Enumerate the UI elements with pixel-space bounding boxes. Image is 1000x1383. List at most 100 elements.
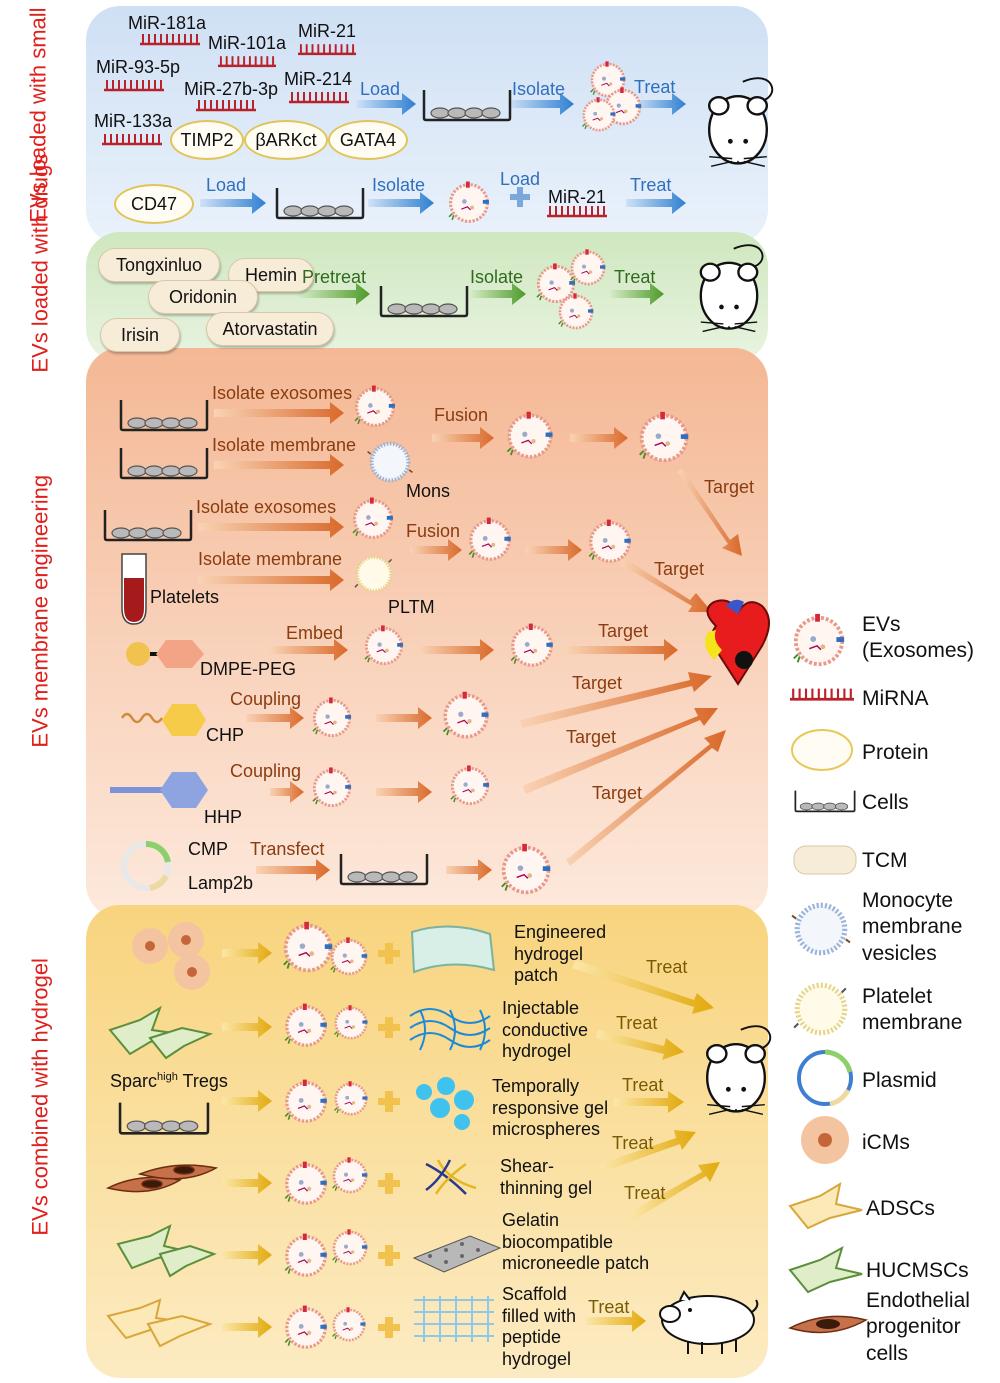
- step-pretreat: Pretreat: [302, 267, 367, 287]
- mirna-label: MiR-181a: [128, 13, 207, 33]
- ev-cluster-small: [581, 60, 643, 132]
- legend-cells-icon: [794, 789, 856, 813]
- scaffold-icon: [414, 1296, 494, 1342]
- step-target: Target: [654, 559, 705, 579]
- cell-dish: [119, 398, 209, 432]
- legend-evs-icon: [791, 612, 847, 667]
- dmpe-peg-icon: [126, 640, 204, 668]
- step-target: Target: [572, 673, 623, 693]
- mouse-icon: [705, 1024, 772, 1116]
- cell-dish: [119, 446, 209, 480]
- arrows-membrane: [198, 402, 742, 881]
- protein-barkct: βARKct: [244, 120, 328, 160]
- step-isolate-exosomes: Isolate exosomes: [212, 383, 353, 403]
- drug-oridonin: Oridonin: [148, 280, 258, 314]
- step-treat: Treat: [634, 77, 676, 97]
- legend-monocyte-icon: [792, 905, 850, 953]
- mirna-label: MiR-101a: [208, 33, 287, 53]
- step-treat: Treat: [630, 175, 672, 195]
- step-fusion: Fusion: [406, 521, 461, 541]
- legend-plasmid-label: Plasmid: [862, 1069, 937, 1092]
- legend-platelet-label: Platelet membrane: [862, 985, 963, 1035]
- ev-cluster-drugs: [535, 248, 607, 330]
- step-load: Load: [500, 169, 541, 189]
- legend-adscs-icon: [788, 1181, 863, 1230]
- plus-icons-hydrogel: [378, 943, 400, 1338]
- cell-dish: [118, 1101, 210, 1135]
- adscs-cells: [106, 1298, 214, 1348]
- ev-icon: [447, 180, 491, 223]
- shear-thinning-gel-icon: [425, 1159, 477, 1195]
- plasmid-icon: [121, 840, 171, 891]
- step-embed: Embed: [286, 623, 344, 643]
- step-coupling: Coupling: [230, 761, 302, 781]
- legend-icms-icon: [801, 1116, 849, 1164]
- mouse-icon: [699, 243, 764, 333]
- legend-tcm-icon: [793, 845, 857, 875]
- conductive-hydrogel-label: Injectable conductive hydrogel: [502, 998, 589, 1062]
- legend-adscs-label: ADSCs: [866, 1197, 935, 1220]
- icms-cells: [132, 922, 210, 990]
- mirna-label: MiR-93-5p: [96, 57, 181, 77]
- step-isolate: Isolate: [372, 175, 426, 195]
- step-coupling: Coupling: [230, 689, 302, 709]
- shear-thinning-label: Shear- thinning gel: [500, 1156, 593, 1198]
- step-isolate-exosomes: Isolate exosomes: [196, 497, 337, 517]
- scaffold-label: Scaffold filled with peptide hydrogel: [502, 1284, 577, 1369]
- chp-label: CHP: [206, 725, 245, 745]
- legend-icms-label: iCMs: [862, 1131, 910, 1154]
- legend-plasmid-icon: [797, 1049, 853, 1107]
- arrows-drugs: [298, 283, 664, 305]
- cmp-label: CMP: [188, 839, 228, 859]
- cell-dish: [103, 508, 193, 542]
- step-isolate: Isolate: [512, 79, 566, 99]
- legend-cells-label: Cells: [862, 791, 909, 814]
- dmpe-peg-label: DMPE-PEG: [200, 659, 297, 679]
- step-transfect: Transfect: [250, 839, 325, 859]
- heart-icon: [705, 599, 770, 686]
- protein-timp2: TIMP2: [170, 120, 244, 160]
- microneedle-patch-label: Gelatin biocompatible microneedle patch: [502, 1210, 650, 1274]
- step-isolate: Isolate: [470, 267, 524, 287]
- step-target: Target: [704, 477, 755, 497]
- arrows-small: [200, 93, 686, 214]
- cell-dish: [379, 284, 469, 318]
- legend-hucmscs-label: HUCMSCs: [866, 1259, 969, 1282]
- step-isolate-membrane: Isolate membrane: [212, 435, 357, 455]
- mirna-label: MiR-133a: [94, 111, 173, 131]
- hydrogel-patch-icon: [410, 925, 496, 974]
- legend-tcm-label: TCM: [862, 849, 908, 872]
- step-treat: Treat: [616, 1013, 658, 1033]
- epc-cells: [105, 1164, 219, 1193]
- pig-icon: [659, 1290, 759, 1354]
- drug-atorvastatin: Atorvastatin: [206, 312, 334, 346]
- cell-dish: [275, 186, 365, 220]
- pltm-label: PLTM: [388, 597, 435, 617]
- lamp2b-label: Lamp2b: [188, 873, 254, 893]
- legend-hucmscs-icon: [788, 1245, 863, 1294]
- platelets-label: Platelets: [150, 587, 220, 607]
- legend-monocyte-label: Monocyte membrane vesicles: [862, 889, 963, 965]
- drug-tongxinluo: Tongxinluo: [98, 248, 220, 282]
- legend-epc-icon: [787, 1315, 869, 1334]
- protein-gata4: GATA4: [328, 120, 408, 160]
- sparc-tregs-label: Sparchigh Tregs: [110, 1071, 228, 1091]
- step-treat: Treat: [588, 1297, 630, 1317]
- mirna-label: MiR-21: [298, 21, 357, 41]
- plus-icon: [510, 187, 530, 207]
- mirna-label: MiR-214: [284, 69, 353, 89]
- arrows-hydrogel: [222, 942, 720, 1338]
- mirna-label: MiR-21: [548, 187, 607, 207]
- legend-evs-label: EVs (Exosomes): [862, 613, 975, 663]
- mons-label: Mons: [406, 481, 451, 501]
- cell-dish: [339, 852, 429, 886]
- legend-platelet-icon: [794, 985, 846, 1033]
- hucmscs-cells: [116, 1224, 217, 1278]
- ev-icons-hydrogel: [281, 920, 369, 1349]
- legend-protein-label: Protein: [862, 741, 929, 764]
- step-treat: Treat: [646, 957, 688, 977]
- microneedle-patch-icon: [412, 1235, 502, 1273]
- step-treat: Treat: [622, 1075, 664, 1095]
- hhp-label: HHP: [204, 807, 243, 827]
- legend-epc-label: Endothelial progenitor cells: [866, 1289, 970, 1365]
